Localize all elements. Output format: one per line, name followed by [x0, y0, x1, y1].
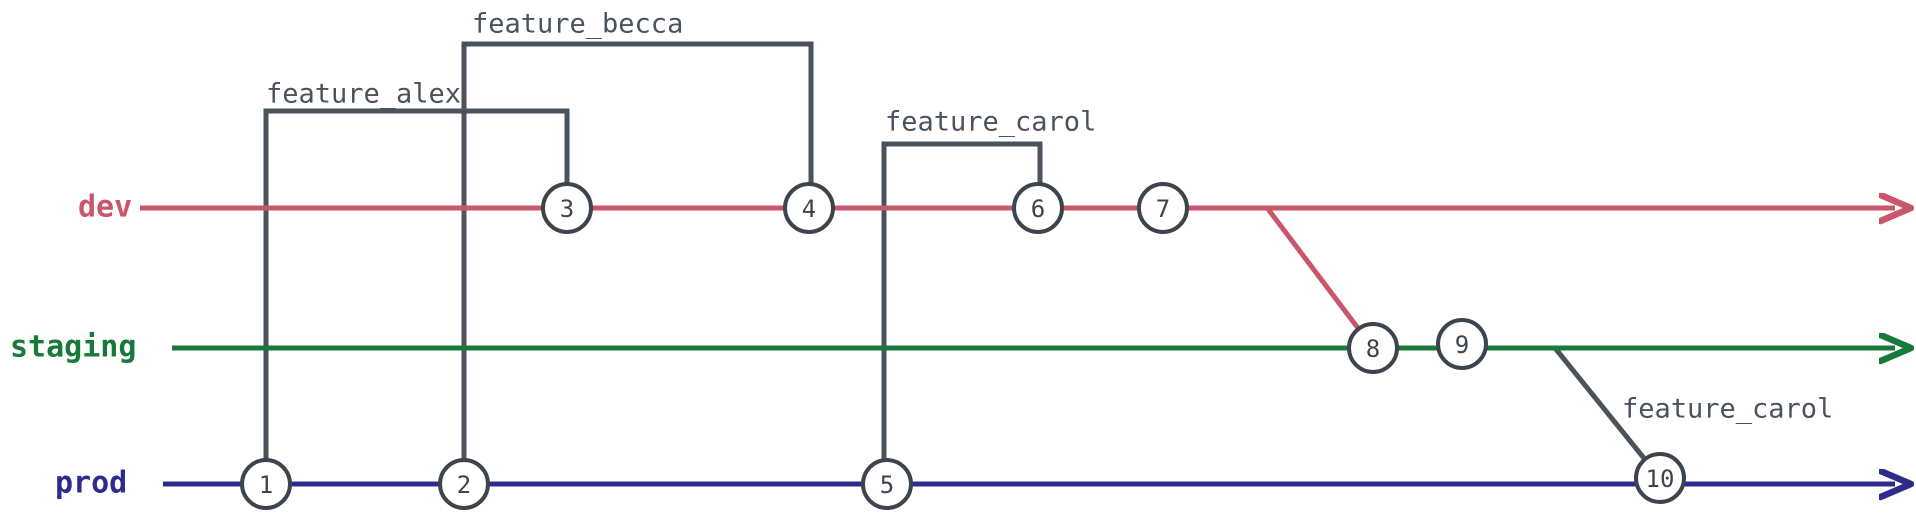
commit-nodes: 1 2 3 4 5 6 7 8 9 10	[240, 182, 1686, 510]
feature-branch-line-feature_becca	[461, 41, 814, 484]
commit-node-6[interactable]: 6	[1012, 182, 1064, 234]
commit-node-1[interactable]: 1	[240, 458, 292, 510]
feature-branch-label-feature_alex: feature_alex	[266, 79, 461, 110]
commit-circle-1	[240, 458, 292, 510]
commit-node-7[interactable]: 7	[1137, 182, 1189, 234]
commit-circle-6	[1012, 182, 1064, 234]
commit-node-10[interactable]: 10	[1634, 452, 1686, 504]
commit-circle-10	[1634, 452, 1686, 504]
commit-circle-5	[861, 458, 913, 510]
feature-branch-paths	[263, 41, 1662, 484]
commit-number-9: 9	[1455, 331, 1469, 359]
commit-node-8[interactable]: 8	[1347, 322, 1399, 374]
feature-branch-line-feature_alex	[263, 108, 570, 484]
feature-branch-line-feature_carol_2	[1553, 346, 1662, 480]
branch-label-staging: staging	[10, 330, 136, 365]
commit-circle-4	[783, 182, 835, 234]
commit-number-7: 7	[1156, 195, 1170, 223]
commit-number-8: 8	[1366, 335, 1380, 363]
commit-number-2: 2	[457, 471, 471, 499]
commit-number-4: 4	[802, 195, 816, 223]
commit-node-9[interactable]: 9	[1436, 318, 1488, 370]
commit-number-1: 1	[259, 471, 273, 499]
commit-circle-9	[1436, 318, 1488, 370]
commit-node-4[interactable]: 4	[783, 182, 835, 234]
branch-name-labels: dev staging prod	[10, 190, 136, 501]
branch-label-prod: prod	[55, 466, 127, 501]
merge-line-dev-to-staging	[1266, 207, 1375, 350]
branch-label-dev: dev	[78, 190, 132, 225]
commit-node-2[interactable]: 2	[438, 458, 490, 510]
commit-number-3: 3	[560, 195, 574, 223]
feature-branch-label-feature_carol_1: feature_carol	[885, 107, 1096, 138]
commit-circle-7	[1137, 182, 1189, 234]
commit-circle-2	[438, 458, 490, 510]
commit-number-10: 10	[1646, 465, 1675, 493]
merge-lines	[1266, 207, 1375, 350]
commit-number-6: 6	[1031, 195, 1045, 223]
commit-number-5: 5	[880, 471, 894, 499]
commit-circle-3	[541, 182, 593, 234]
feature-branch-label-feature_becca: feature_becca	[472, 9, 683, 40]
commit-node-5[interactable]: 5	[861, 458, 913, 510]
commit-circle-8	[1347, 322, 1399, 374]
feature-branch-labels: feature_alexfeature_beccafeature_carolfe…	[266, 9, 1833, 425]
feature-branch-label-feature_carol_2: feature_carol	[1622, 394, 1833, 425]
feature-branch-line-feature_carol_1	[881, 141, 1043, 484]
commit-node-3[interactable]: 3	[541, 182, 593, 234]
